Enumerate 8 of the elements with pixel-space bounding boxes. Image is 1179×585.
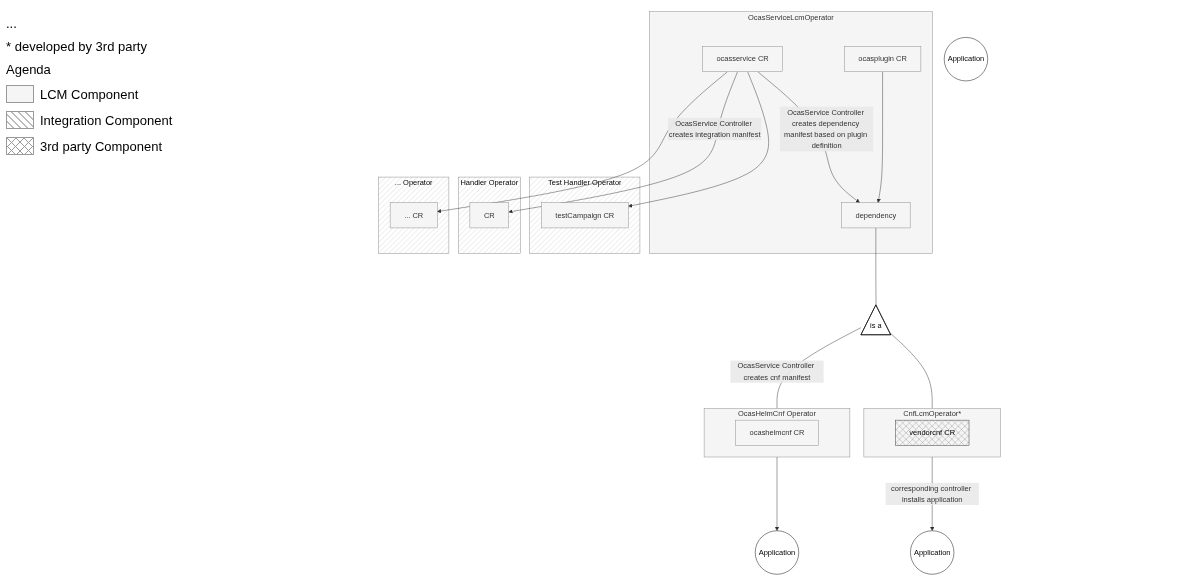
note-text: * developed by 3rd party (6, 39, 148, 54)
note-text: Agenda (6, 62, 52, 77)
legend-label: Integration Component (40, 112, 173, 128)
connector (890, 332, 933, 409)
legend-label: LCM Component (40, 86, 139, 102)
note-text: ... (6, 16, 18, 31)
connector (875, 227, 877, 305)
legend-label: 3rd party Component (40, 138, 163, 154)
